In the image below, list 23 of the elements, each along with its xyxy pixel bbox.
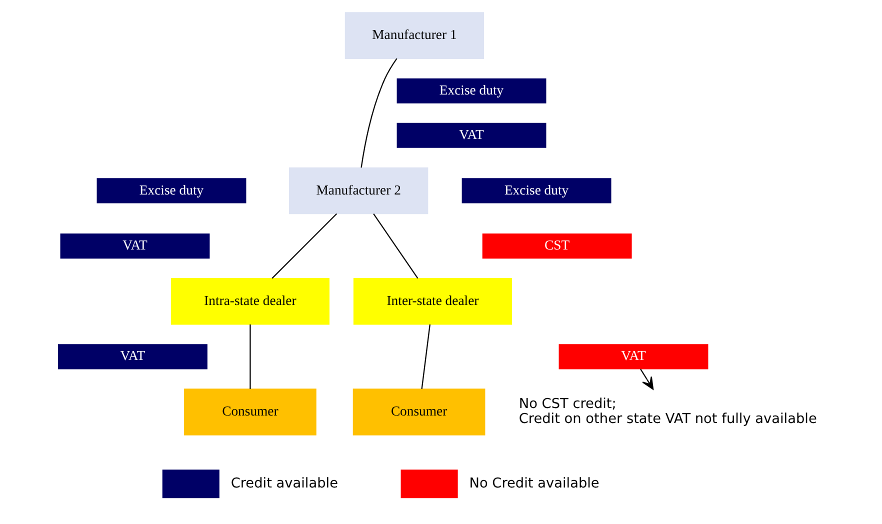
node-box: Consumer <box>352 388 486 436</box>
legend-label: No Credit available <box>469 475 600 492</box>
connector <box>360 58 398 168</box>
connector <box>373 213 418 279</box>
node-box: VAT <box>396 122 546 148</box>
legend-label: Credit available <box>230 475 338 492</box>
node-box: Manufacturer 1 <box>344 12 484 59</box>
connector <box>272 213 338 279</box>
node-box: Inter-state dealer <box>353 278 512 325</box>
node-box: Excise duty <box>96 178 246 204</box>
node-text: No CST credit; Credit on other state VAT not fully available <box>518 396 817 427</box>
node-box: Excise duty <box>396 78 546 104</box>
node-box: Manufacturer 2 <box>289 167 428 214</box>
connector <box>421 324 431 390</box>
node-box: VAT <box>60 233 210 259</box>
node-box: Excise duty <box>462 178 612 204</box>
node-box: CST <box>482 233 632 259</box>
arrow <box>640 368 654 390</box>
connector <box>250 324 251 389</box>
node-box: VAT <box>58 344 208 370</box>
node-box: Intra-state dealer <box>170 278 330 325</box>
node-box: VAT <box>558 344 708 370</box>
node-box: Consumer <box>184 388 316 436</box>
